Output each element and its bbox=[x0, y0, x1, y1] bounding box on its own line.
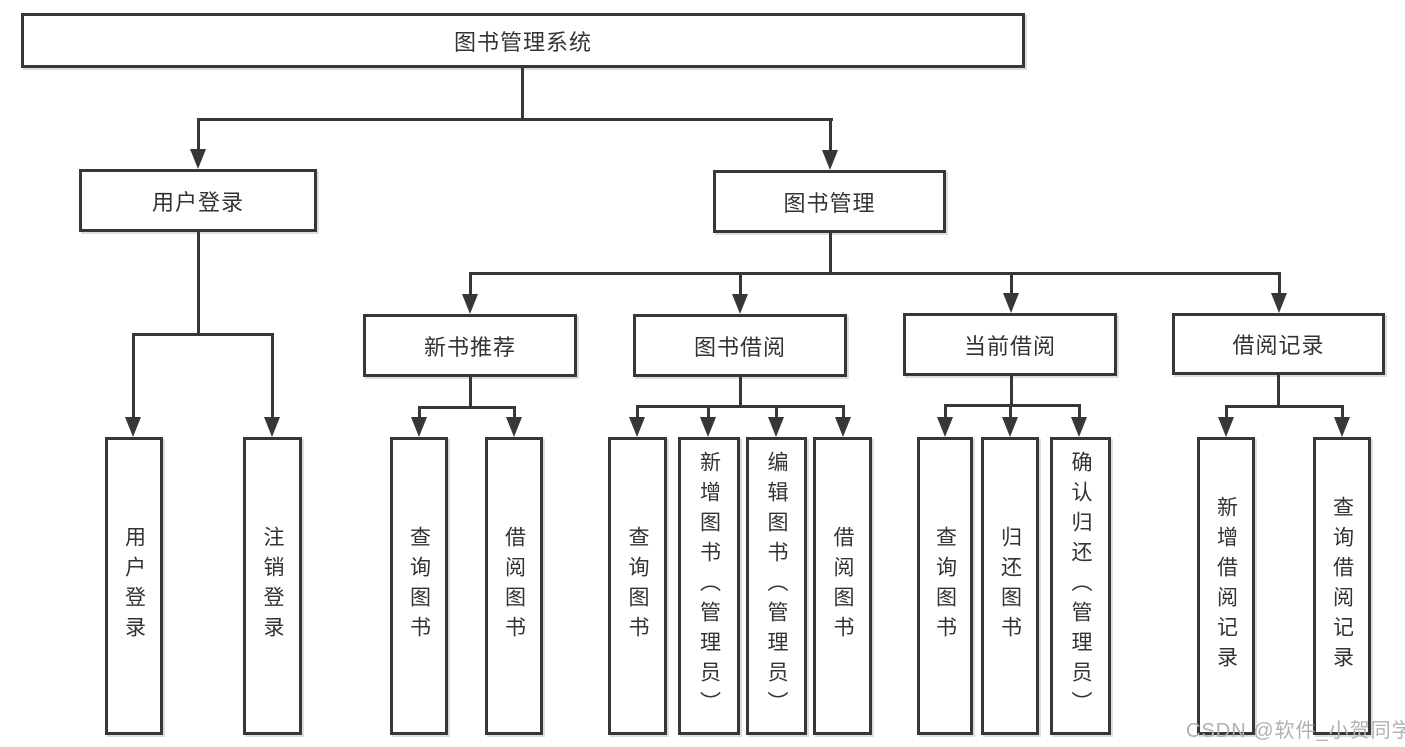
connector-drop-borrow-records bbox=[1278, 272, 1281, 296]
connector-drop-bb-add bbox=[707, 405, 710, 418]
leaf-nb-borrow-books-label: 借阅图书 bbox=[502, 526, 526, 646]
connector-drop-book-mgmt bbox=[829, 118, 832, 151]
arrowhead-bb-add bbox=[700, 417, 716, 437]
arrowhead-logout-leaf bbox=[264, 417, 280, 437]
node-borrow-records-label: 借阅记录 bbox=[1232, 333, 1325, 358]
connector-drop-cb-query bbox=[944, 404, 947, 418]
node-user-login-label: 用户登录 bbox=[151, 189, 244, 215]
arrowhead-user-login bbox=[190, 149, 206, 169]
arrowhead-book-mgmt bbox=[822, 150, 838, 170]
connector-drop-logout-leaf bbox=[271, 333, 274, 417]
leaf-user-login-label: 用户登录 bbox=[122, 526, 146, 646]
connector-drop-cb-return bbox=[1009, 404, 1012, 418]
leaf-cb-confirm-return: 确认归还（管理员） bbox=[1050, 437, 1111, 735]
leaf-bb-add-books-label: 新增图书（管理员） bbox=[697, 451, 721, 721]
connector-current-borrow-stem bbox=[1010, 376, 1013, 407]
csdn-watermark: CSDN @软件_小贺同学 bbox=[1186, 720, 1405, 742]
leaf-bb-query-books-label: 查询图书 bbox=[626, 526, 649, 646]
leaf-logout-label: 注销登录 bbox=[261, 526, 284, 646]
arrowhead-nb-query bbox=[411, 417, 427, 437]
leaf-cb-return-books-label: 归还图书 bbox=[998, 526, 1022, 646]
leaf-bb-edit-books-label: 编辑图书（管理员） bbox=[765, 451, 788, 721]
connector-borrow-records-stem bbox=[1277, 375, 1280, 408]
arrowhead-login-leaf bbox=[125, 417, 141, 437]
arrowhead-bb-edit bbox=[768, 417, 784, 437]
connector-book-borrow-stem bbox=[739, 377, 742, 408]
node-current-borrow: 当前借阅 bbox=[903, 313, 1117, 376]
connector-drop-cb-confirm bbox=[1078, 404, 1081, 418]
node-user-login: 用户登录 bbox=[79, 169, 317, 232]
arrowhead-br-query bbox=[1334, 417, 1350, 437]
node-new-books-label: 新书推荐 bbox=[423, 334, 516, 360]
leaf-cb-return-books: 归还图书 bbox=[981, 437, 1039, 735]
arrowhead-cb-query bbox=[937, 417, 953, 437]
connector-borrow-records-branch bbox=[1225, 405, 1344, 408]
connector-user-login-branch bbox=[132, 333, 274, 336]
leaf-user-login: 用户登录 bbox=[105, 437, 163, 735]
node-borrow-records: 借阅记录 bbox=[1172, 313, 1385, 375]
leaf-bb-edit-books: 编辑图书（管理员） bbox=[746, 437, 807, 735]
connector-drop-new-books bbox=[469, 272, 472, 296]
connector-user-login-stem bbox=[197, 232, 200, 336]
leaf-bb-query-books: 查询图书 bbox=[608, 437, 667, 735]
node-root-label: 图书管理系统 bbox=[453, 29, 592, 55]
connector-current-borrow-branch bbox=[944, 404, 1081, 407]
arrowhead-nb-borrow bbox=[506, 417, 522, 437]
leaf-br-add-record-label: 新增借阅记录 bbox=[1214, 496, 1238, 676]
arrowhead-cb-confirm bbox=[1071, 417, 1087, 437]
arrowhead-bb-borrow bbox=[835, 417, 851, 437]
leaf-bb-borrow-books: 借阅图书 bbox=[813, 437, 872, 735]
node-book-borrow-label: 图书借阅 bbox=[693, 334, 786, 360]
connector-drop-br-query bbox=[1341, 405, 1344, 418]
leaf-logout: 注销登录 bbox=[243, 437, 302, 735]
arrowhead-cb-return bbox=[1002, 417, 1018, 437]
connector-new-books-stem bbox=[469, 377, 472, 409]
node-new-books: 新书推荐 bbox=[363, 314, 577, 377]
arrowhead-borrow-records bbox=[1271, 293, 1287, 313]
arrowhead-book-borrow bbox=[732, 294, 748, 314]
connector-drop-login-leaf bbox=[132, 333, 135, 417]
connector-drop-bb-borrow bbox=[842, 405, 845, 418]
arrowhead-br-add bbox=[1218, 417, 1234, 437]
connector-drop-book-borrow bbox=[739, 272, 742, 296]
arrowhead-current-borrow bbox=[1003, 293, 1019, 313]
node-book-borrow: 图书借阅 bbox=[633, 314, 847, 377]
leaf-nb-query-books-label: 查询图书 bbox=[407, 526, 431, 646]
connector-drop-user-login bbox=[197, 118, 200, 150]
connector-drop-bb-edit bbox=[775, 405, 778, 418]
node-book-mgmt: 图书管理 bbox=[713, 170, 946, 233]
leaf-br-query-record: 查询借阅记录 bbox=[1313, 437, 1371, 735]
node-root-book-management-system: 图书管理系统 bbox=[21, 13, 1025, 68]
leaf-nb-query-books: 查询图书 bbox=[390, 437, 448, 735]
connector-book-mgmt-stem bbox=[829, 233, 832, 275]
connector-drop-bb-query bbox=[636, 405, 639, 418]
connector-drop-current-borrow bbox=[1010, 272, 1013, 296]
connector-drop-br-add bbox=[1225, 405, 1228, 418]
leaf-cb-query-books: 查询图书 bbox=[917, 437, 973, 735]
leaf-bb-borrow-books-label: 借阅图书 bbox=[831, 526, 854, 646]
leaf-bb-add-books: 新增图书（管理员） bbox=[678, 437, 740, 735]
connector-book-borrow-branch bbox=[636, 405, 845, 408]
arrowhead-new-books bbox=[462, 294, 478, 314]
node-book-mgmt-label: 图书管理 bbox=[783, 190, 876, 216]
node-current-borrow-label: 当前借阅 bbox=[963, 333, 1056, 359]
leaf-br-add-record: 新增借阅记录 bbox=[1197, 437, 1255, 735]
leaf-cb-query-books-label: 查询图书 bbox=[933, 526, 957, 646]
connector-root-branch bbox=[197, 118, 833, 121]
connector-new-books-branch bbox=[418, 406, 516, 409]
connector-level3-branch bbox=[469, 272, 1281, 275]
leaf-nb-borrow-books: 借阅图书 bbox=[485, 437, 543, 735]
leaf-cb-confirm-return-label: 确认归还（管理员） bbox=[1069, 451, 1092, 721]
connector-drop-nb-query bbox=[418, 406, 421, 418]
connector-drop-nb-borrow bbox=[513, 406, 516, 418]
connector-root-stem bbox=[521, 68, 524, 120]
leaf-br-query-record-label: 查询借阅记录 bbox=[1330, 496, 1354, 676]
arrowhead-bb-query bbox=[629, 417, 645, 437]
